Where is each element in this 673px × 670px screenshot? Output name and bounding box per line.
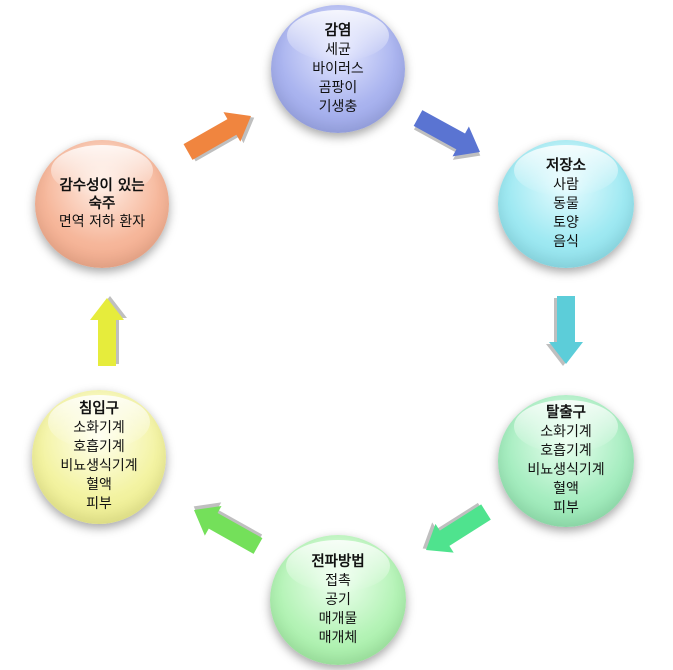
node-susceptible-host: 감수성이 있는 숙주 면역 저하 환자 (35, 140, 169, 268)
node-infection-item: 세균 (325, 41, 351, 58)
node-host-title: 감수성이 있는 (59, 177, 145, 194)
node-exit-item: 소화기계 (540, 424, 592, 440)
arrow-exit-to-transmission (422, 502, 491, 553)
node-transmission-title: 전파방법 (311, 553, 365, 570)
node-entry-item: 호흡기계 (73, 439, 125, 455)
node-exit-item: 호흡기계 (540, 443, 592, 459)
node-transmission-item: 매개물 (318, 610, 358, 627)
node-infection-title: 감염 (324, 22, 352, 39)
node-transmission: 전파방법 접촉 공기 매개물 매개체 (270, 535, 406, 665)
node-host-item: 면역 저하 환자 (58, 213, 146, 230)
node-transmission-item: 매개체 (318, 629, 358, 646)
node-reservoir-item: 동물 (553, 195, 579, 212)
node-exit-item: 혈액 (553, 481, 579, 497)
node-entry-item: 비뇨생식기계 (60, 458, 138, 474)
node-infection-item: 바이러스 (312, 60, 364, 77)
arrow-reservoir-to-exit (546, 296, 583, 366)
node-entry-title: 침입구 (78, 401, 120, 417)
node-reservoir-title: 저장소 (545, 157, 587, 174)
node-entry-item: 혈액 (86, 477, 112, 493)
node-infection-item: 기생충 (318, 98, 358, 115)
node-entry-item: 소화기계 (73, 420, 125, 436)
node-exit-item: 비뇨생식기계 (527, 462, 605, 478)
node-portal-of-entry: 침입구 소화기계 호흡기계 비뇨생식기계 혈액 피부 (32, 390, 166, 524)
arrow-entry-to-host (90, 296, 127, 366)
node-reservoir-item: 음식 (553, 233, 579, 250)
node-reservoir-item: 사람 (553, 176, 579, 193)
node-infection: 감염 세균 바이러스 곰팡이 기생충 (271, 5, 405, 133)
node-transmission-item: 공기 (325, 591, 351, 608)
node-transmission-item: 접촉 (325, 572, 351, 589)
node-reservoir: 저장소 사람 동물 토양 음식 (498, 140, 634, 268)
node-entry-item: 피부 (86, 496, 112, 512)
arrow-transmission-to-entry (193, 502, 263, 554)
node-exit-title: 탈출구 (545, 405, 587, 421)
node-reservoir-item: 토양 (553, 214, 579, 231)
arrow-infection-to-reservoir (413, 110, 481, 160)
node-exit-item: 피부 (553, 500, 579, 516)
node-host-title: 숙주 (88, 195, 116, 212)
node-portal-of-exit: 탈출구 소화기계 호흡기계 비뇨생식기계 혈액 피부 (498, 395, 634, 527)
arrow-host-to-infection (183, 112, 255, 162)
node-infection-item: 곰팡이 (318, 79, 358, 96)
